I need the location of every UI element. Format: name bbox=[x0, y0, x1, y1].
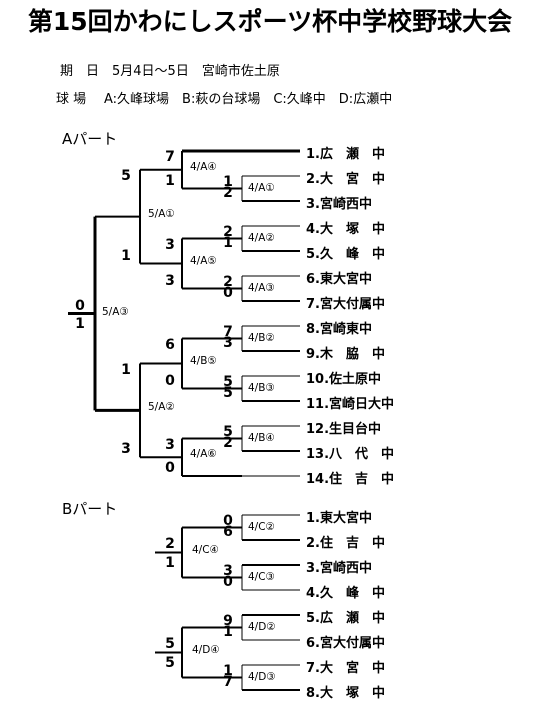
team-a-13: 13.八 代 中 bbox=[306, 447, 395, 462]
game-label: 4/C③ bbox=[248, 570, 275, 583]
game-label: 4/B⑤ bbox=[190, 354, 217, 367]
score: 2 bbox=[223, 185, 233, 201]
game-label: 4/D③ bbox=[248, 670, 276, 683]
game-label: 4/A⑤ bbox=[190, 254, 217, 267]
score: 1 bbox=[223, 235, 233, 251]
team-a-11: 11.宮崎日大中 bbox=[306, 397, 395, 412]
score: 1 bbox=[165, 554, 175, 571]
team-b-2: 2.住 吉 中 bbox=[306, 536, 385, 551]
score: 0 bbox=[75, 297, 85, 314]
score: 7 bbox=[223, 674, 233, 690]
team-a-14: 14.住 吉 中 bbox=[306, 472, 395, 487]
score: 1 bbox=[165, 172, 175, 189]
schedule-label: 期 日 bbox=[60, 64, 100, 79]
venues-label: 球 場 bbox=[56, 92, 87, 107]
score: 1 bbox=[121, 247, 131, 264]
score: 0 bbox=[223, 285, 233, 301]
team-a-5: 5.久 峰 中 bbox=[306, 247, 385, 262]
score: 5 bbox=[223, 424, 233, 440]
score: 5 bbox=[165, 654, 175, 671]
page-title: 第15回かわにしスポーツ杯中学校野球大会 bbox=[27, 7, 513, 36]
game-label: 5/A② bbox=[148, 401, 175, 414]
team-b-1: 1.東大宮中 bbox=[306, 511, 372, 526]
score: 1 bbox=[223, 624, 233, 640]
score: 2 bbox=[223, 435, 233, 451]
game-label: 4/B② bbox=[248, 331, 275, 344]
team-a-8: 8.宮崎東中 bbox=[306, 322, 372, 337]
game-label: 4/A④ bbox=[190, 160, 217, 173]
score: 9 bbox=[223, 613, 233, 629]
game-label: 5/A① bbox=[148, 207, 175, 220]
score: 7 bbox=[223, 324, 233, 340]
team-b-7: 7.大 宮 中 bbox=[306, 661, 385, 676]
score: 2 bbox=[223, 274, 233, 290]
game-label: 4/A③ bbox=[248, 281, 275, 294]
team-b-5: 5.広 瀬 中 bbox=[306, 611, 385, 626]
team-a-6: 6.東大宮中 bbox=[306, 272, 372, 287]
team-b-3: 3.宮崎西中 bbox=[306, 561, 372, 576]
score: 1 bbox=[223, 174, 233, 190]
score: 7 bbox=[165, 149, 175, 165]
score: 3 bbox=[165, 236, 175, 253]
score: 3 bbox=[121, 441, 131, 458]
score: 0 bbox=[223, 574, 233, 590]
game-label: 4/A② bbox=[248, 231, 275, 244]
game-label: 4/A① bbox=[248, 181, 275, 194]
game-label: 4/D④ bbox=[192, 643, 220, 656]
score: 0 bbox=[165, 372, 175, 389]
score: 2 bbox=[223, 224, 233, 240]
part-b-label: Bパート bbox=[62, 500, 118, 518]
score: 1 bbox=[75, 315, 85, 332]
game-label: 4/A⑥ bbox=[190, 448, 217, 461]
team-b-4: 4.久 峰 中 bbox=[306, 586, 385, 601]
team-a-4: 4.大 塚 中 bbox=[306, 222, 385, 237]
game-label: 4/B③ bbox=[248, 381, 275, 394]
team-a-2: 2.大 宮 中 bbox=[306, 172, 385, 187]
score: 3 bbox=[223, 563, 233, 579]
score: 3 bbox=[165, 272, 175, 289]
team-a-9: 9.木 脇 中 bbox=[306, 347, 385, 362]
team-a-7: 7.宮大付属中 bbox=[306, 297, 385, 312]
score: 3 bbox=[165, 436, 175, 453]
score: 5 bbox=[223, 385, 233, 401]
game-label: 4/C② bbox=[248, 520, 275, 533]
score: 5 bbox=[165, 635, 175, 652]
score: 5 bbox=[223, 374, 233, 390]
score: 3 bbox=[223, 335, 233, 351]
team-a-10: 10.佐土原中 bbox=[306, 372, 382, 387]
team-a-1: 1.広 瀬 中 bbox=[306, 147, 385, 162]
score: 0 bbox=[165, 460, 175, 476]
schedule-value: 5月4日～5日 宮崎市佐土原 bbox=[112, 64, 280, 79]
game-label: 5/A③ bbox=[102, 305, 129, 318]
score: 6 bbox=[165, 336, 175, 353]
game-label: 4/C④ bbox=[192, 543, 219, 556]
score: 1 bbox=[121, 361, 131, 378]
team-a-12: 12.生目台中 bbox=[306, 422, 382, 437]
venues-value: A:久峰球場 B:萩の台球場 C:久峰中 D:広瀬中 bbox=[104, 92, 393, 107]
game-label: 4/D② bbox=[248, 620, 276, 633]
part-a-label: Aパート bbox=[62, 130, 118, 148]
team-b-6: 6.宮大付属中 bbox=[306, 636, 385, 651]
score: 1 bbox=[223, 663, 233, 679]
score: 2 bbox=[165, 535, 175, 552]
score: 6 bbox=[223, 524, 233, 540]
game-label: 4/B④ bbox=[248, 431, 275, 444]
team-a-3: 3.宮崎西中 bbox=[306, 197, 372, 212]
score: 5 bbox=[121, 167, 131, 184]
team-b-8: 8.大 塚 中 bbox=[306, 686, 385, 701]
score: 0 bbox=[223, 513, 233, 529]
